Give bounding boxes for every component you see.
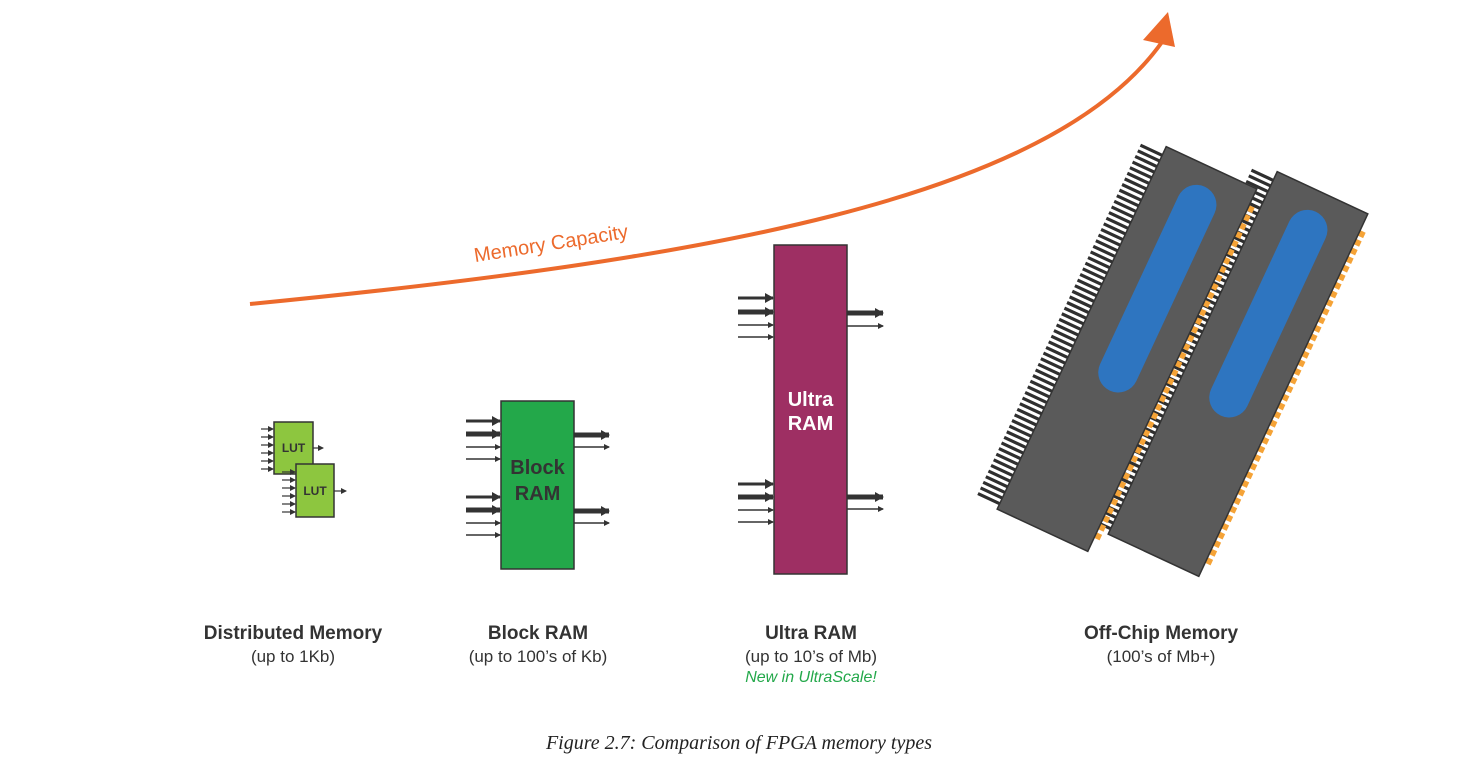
distributed-memory-subtitle: (up to 1Kb) [250,647,336,666]
ultra-ram-icon: Ultra RAM [738,244,884,575]
ultra-ram-ports [738,293,884,525]
ultra-ram-label-1: Ultra [788,389,834,411]
ultra-ram-note: New in UltraScale! [745,669,877,686]
memory-chip-icon [977,143,1369,578]
ultra-ram-caption: Ultra RAM (up to 10’s of Mb) New in Ultr… [661,622,961,688]
ultra-ram-box [773,244,848,575]
lut-1-inputs [261,426,324,472]
block-ram-box [500,400,575,570]
offchip-memory-caption: Off-Chip Memory (100’s of Mb+) [1011,622,1311,668]
memory-module-front [977,143,1258,553]
distributed-memory-icon: LUT LUT [261,421,347,518]
block-ram-ports [466,416,610,538]
block-ram-label-2: RAM [515,483,561,505]
lut-block-2 [295,463,335,518]
lut-2-inputs [282,469,347,515]
block-ram-title: Block RAM [487,623,589,644]
ultra-ram-title: Ultra RAM [765,623,857,644]
block-ram-label-1: Block [510,457,565,479]
block-ram-subtitle: (up to 100’s of Kb) [468,647,608,666]
block-ram-caption: Block RAM (up to 100’s of Kb) [388,622,688,668]
distributed-memory-caption: Distributed Memory (up to 1Kb) [143,622,443,668]
memory-capacity-arrow [249,12,1175,306]
offchip-memory-title: Off-Chip Memory [1083,623,1239,644]
distributed-memory-title: Distributed Memory [203,623,383,644]
figure-caption: Figure 2.7: Comparison of FPGA memory ty… [545,732,933,754]
offchip-memory-subtitle: (100’s of Mb+) [1106,647,1216,666]
lut-label-2: LUT [303,484,327,498]
block-ram-icon: Block RAM [466,400,610,570]
ultra-ram-label-2: RAM [788,413,834,435]
ultra-ram-subtitle: (up to 10’s of Mb) [745,647,877,666]
lut-label-1: LUT [282,441,306,455]
